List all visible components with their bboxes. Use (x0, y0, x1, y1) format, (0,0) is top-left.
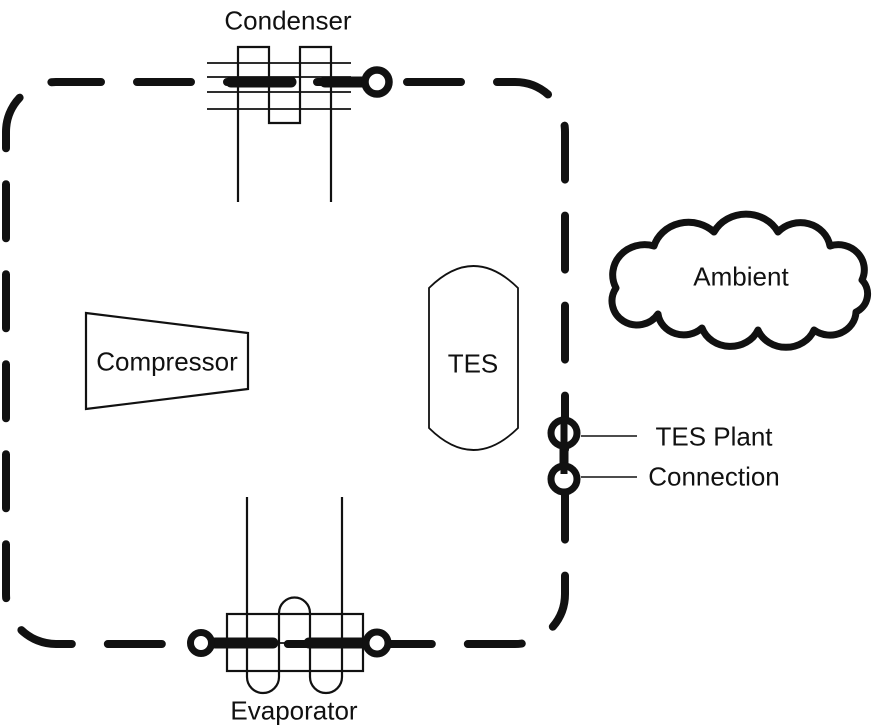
ambient-cloud-icon (608, 210, 872, 351)
compressor-label: Compressor (96, 346, 238, 377)
condenser-label: Condenser (224, 5, 352, 36)
compressor-icon (84, 311, 250, 411)
tes-plant-connection-label-line1: TES Plant (655, 421, 773, 452)
tes-plant-connection-label-line2: Connection (648, 461, 780, 492)
condenser-port-icon (361, 66, 393, 98)
evaporator-left-port-icon (187, 629, 215, 657)
tes-label: TES (447, 348, 499, 379)
system-boundary (2, 78, 569, 648)
tes-plant-connection-icon (547, 416, 637, 496)
tes-tank-icon (428, 265, 519, 451)
evaporator-label: Evaporator (230, 695, 358, 726)
evaporator-right-port-icon (362, 628, 392, 658)
evaporator-icon (187, 497, 392, 695)
ambient-label: Ambient (693, 261, 789, 292)
condenser-icon (207, 45, 393, 202)
